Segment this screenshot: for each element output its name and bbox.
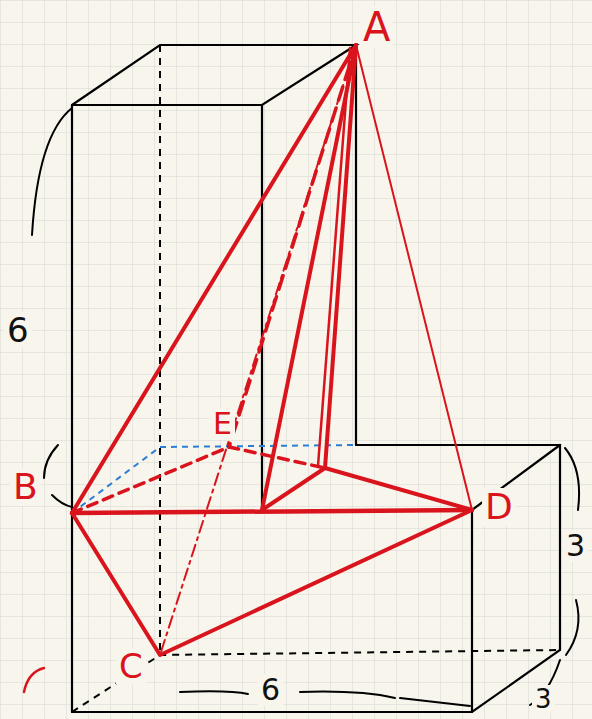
point-label: A bbox=[360, 6, 393, 48]
point-label: B bbox=[10, 468, 41, 506]
box-edges bbox=[72, 45, 560, 712]
dimension-brackets bbox=[32, 108, 579, 706]
hidden-edges-blue bbox=[72, 445, 356, 513]
dimension-label: 3 bbox=[563, 530, 588, 562]
dimension-label: 6 bbox=[4, 312, 32, 348]
dimension-label: 3 bbox=[532, 685, 555, 713]
dimension-label: 6 bbox=[258, 674, 283, 706]
point-label: C bbox=[116, 648, 146, 684]
point-label: D bbox=[482, 488, 516, 526]
point-label: E bbox=[210, 408, 235, 440]
hidden-edges bbox=[72, 45, 560, 712]
pyramid-edges bbox=[24, 45, 472, 692]
